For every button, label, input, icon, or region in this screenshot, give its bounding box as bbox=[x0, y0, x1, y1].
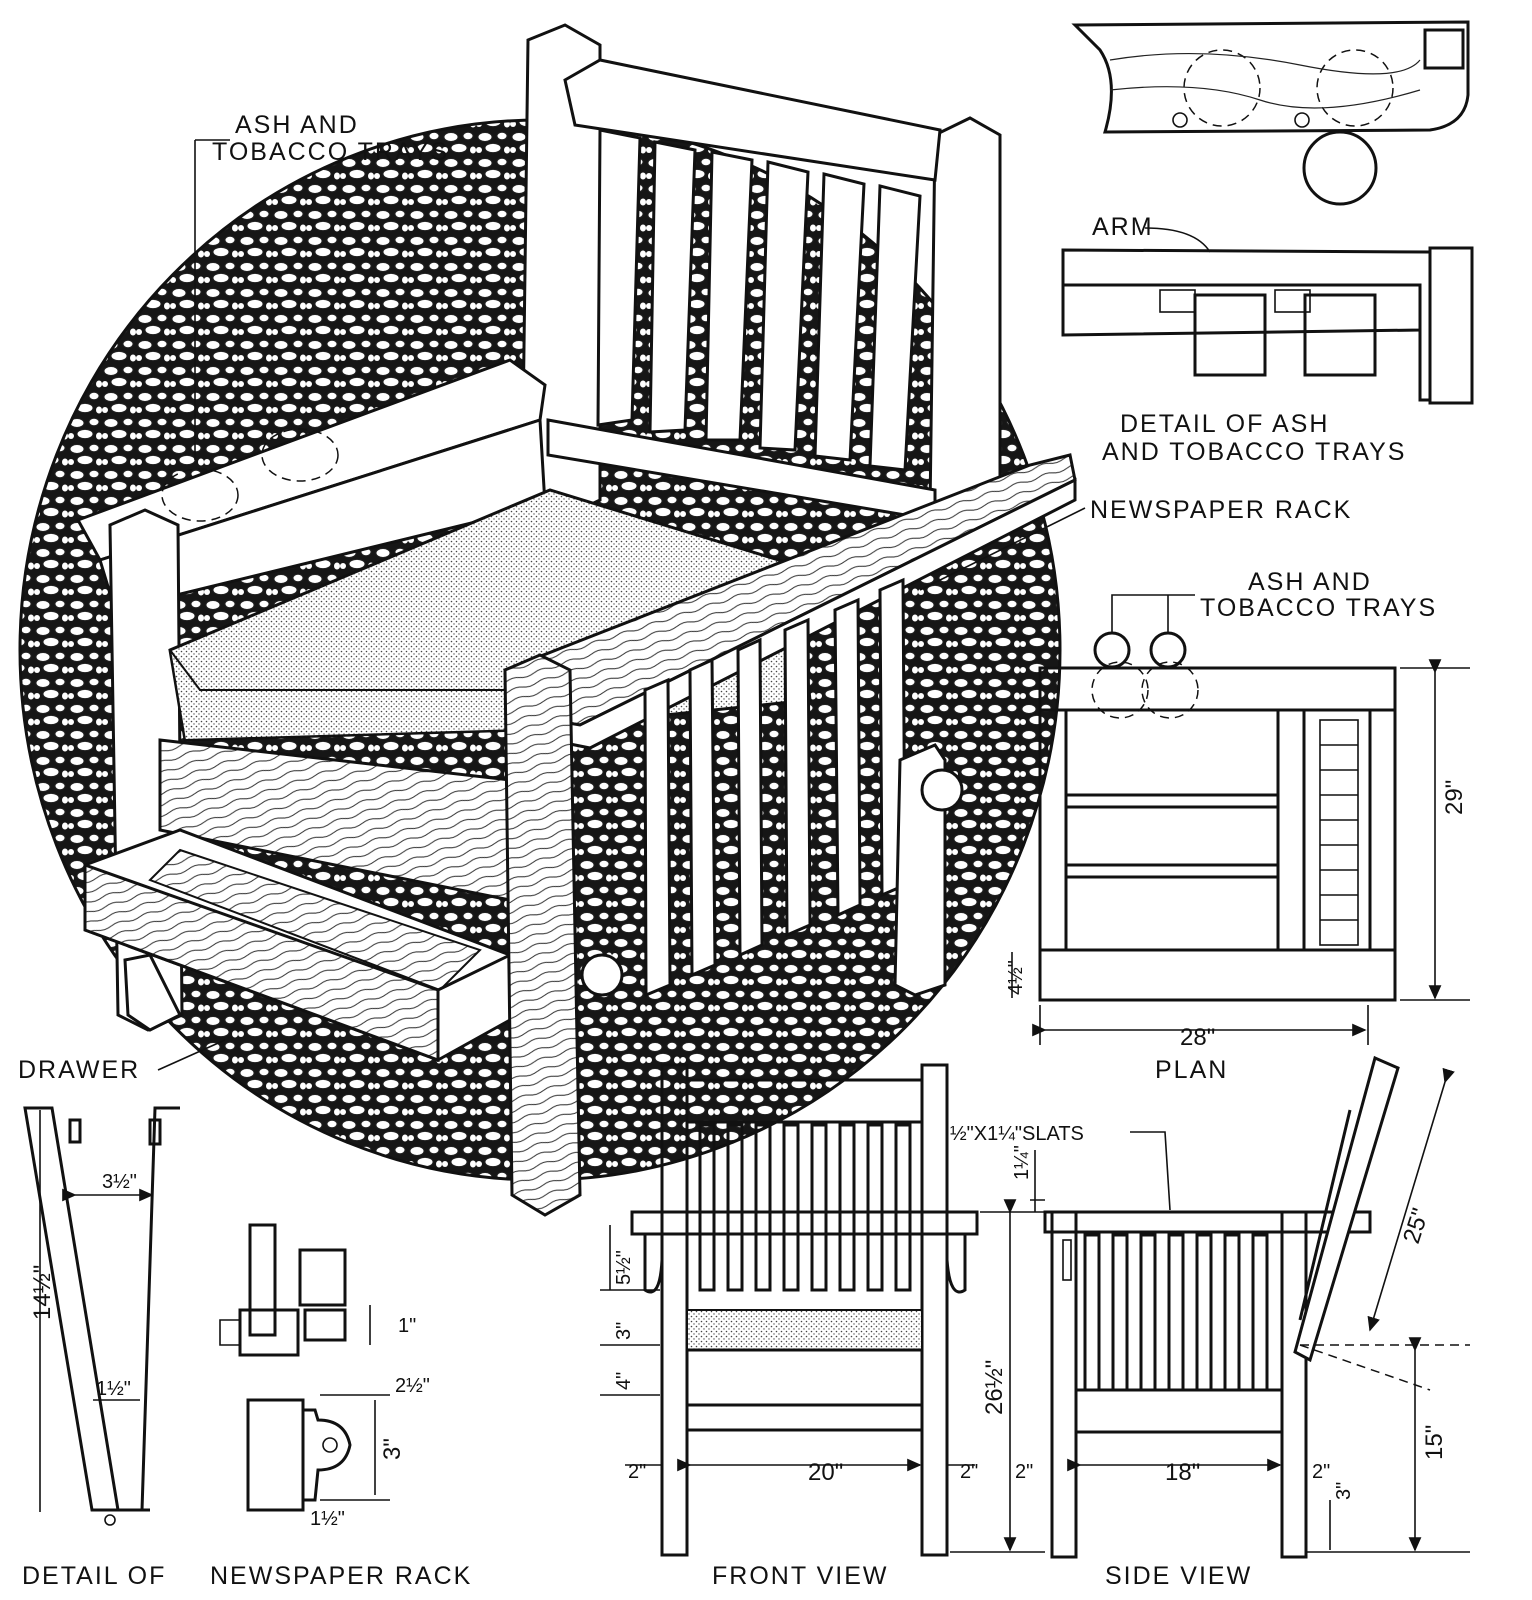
roller-back bbox=[920, 768, 964, 812]
tray-top-detail bbox=[1071, 20, 1470, 206]
back-post-right bbox=[928, 116, 1002, 532]
dim-side-3: 3" bbox=[1333, 1482, 1355, 1500]
dim-rack-det-1: 1" bbox=[398, 1315, 416, 1337]
dim-side-14: 1¼" bbox=[1011, 1145, 1033, 1180]
label-detail-rack: NEWSPAPER RACK bbox=[210, 1562, 472, 1590]
rack-hinge-detail bbox=[219, 1223, 390, 1512]
front-view bbox=[600, 1063, 1045, 1557]
back-top-rail bbox=[563, 58, 942, 182]
label-side-view: SIDE VIEW bbox=[1105, 1562, 1252, 1590]
label-front-view: FRONT VIEW bbox=[712, 1562, 888, 1590]
dim-plan-width: 28" bbox=[1180, 1024, 1215, 1051]
dim-front-2l: 2" bbox=[628, 1461, 646, 1483]
dim-rack-det-3: 3" bbox=[379, 1438, 406, 1460]
label-ash-trays-top-1: ASH AND bbox=[235, 111, 359, 139]
dim-front-h: 26½" bbox=[981, 1360, 1008, 1415]
roller-front bbox=[580, 953, 624, 997]
dim-front-3: 3" bbox=[613, 1322, 635, 1340]
side-back-post bbox=[1293, 1055, 1400, 1363]
label-plan: PLAN bbox=[1155, 1056, 1228, 1084]
dim-rack-det-2: 2½" bbox=[395, 1375, 430, 1397]
dim-rack-det-4: 1½" bbox=[310, 1508, 345, 1530]
label-slats: ½"X1¼"SLATS bbox=[950, 1123, 1084, 1145]
label-ash-trays-top-2: TOBACCO TRAYS bbox=[212, 138, 449, 166]
slats-leader bbox=[1130, 1131, 1171, 1211]
dim-rack-bottom: 1½" bbox=[96, 1378, 131, 1400]
perspective-view bbox=[18, 23, 1077, 1217]
label-ash-trays-plan-1: ASH AND bbox=[1248, 568, 1372, 596]
plan-view bbox=[1011, 594, 1470, 1045]
label-detail-trays-2: AND TOBACCO TRAYS bbox=[1102, 438, 1406, 466]
label-ash-trays-plan-2: TOBACCO TRAYS bbox=[1200, 594, 1437, 622]
arm-detail bbox=[1061, 227, 1474, 405]
left-arm bbox=[75, 358, 547, 562]
label-drawer: DRAWER bbox=[18, 1056, 140, 1084]
dim-rack-top: 3½" bbox=[102, 1171, 137, 1193]
label-arm: ARM bbox=[1092, 213, 1154, 241]
dim-side-15: 15" bbox=[1421, 1425, 1448, 1460]
label-newspaper-rack: NEWSPAPER RACK bbox=[1090, 496, 1352, 524]
dim-side-25: 25" bbox=[1398, 1205, 1435, 1247]
label-detail-of: DETAIL OF bbox=[22, 1562, 166, 1590]
front-post-right bbox=[503, 653, 582, 1217]
dim-front-4: 4" bbox=[613, 1372, 635, 1390]
dim-side-18: 18" bbox=[1165, 1459, 1200, 1486]
dim-side-2l: 2" bbox=[1015, 1461, 1033, 1483]
side-view bbox=[1030, 1055, 1470, 1559]
dim-plan-depth: 29" bbox=[1441, 780, 1468, 815]
leader-lines bbox=[157, 139, 1086, 1071]
label-detail-trays-1: DETAIL OF ASH bbox=[1120, 410, 1329, 438]
dim-front-2r: 2" bbox=[960, 1461, 978, 1483]
dim-side-2r: 2" bbox=[1312, 1461, 1330, 1483]
dim-front-5: 5½" bbox=[613, 1250, 635, 1285]
back-slats bbox=[596, 128, 922, 472]
dim-front-20: 20" bbox=[808, 1459, 843, 1486]
rack-detail bbox=[23, 1106, 180, 1526]
dim-plan-front: 4½" bbox=[1005, 960, 1027, 995]
newspaper-rack-slats bbox=[643, 577, 907, 998]
dim-rack-height: 14½" bbox=[29, 1265, 56, 1320]
